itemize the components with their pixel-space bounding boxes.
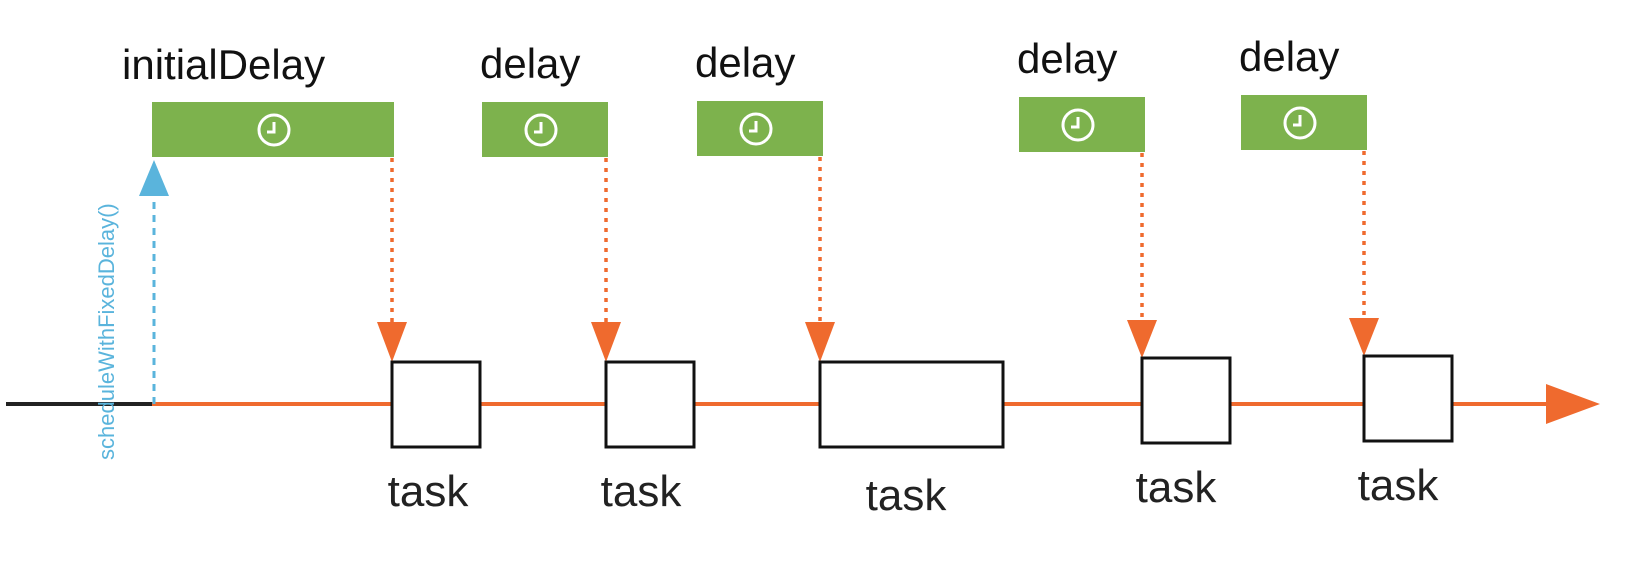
- task-label: task: [388, 467, 470, 516]
- delay-label: delay: [480, 40, 580, 87]
- drop-arrowhead: [377, 322, 407, 362]
- delay-label: delay: [695, 39, 795, 86]
- delay-bar: [482, 102, 608, 157]
- clock-icon: [257, 113, 291, 147]
- delay-bar: [697, 101, 823, 156]
- task-box: [604, 360, 696, 449]
- initial-delay-label: initialDelay: [122, 41, 325, 88]
- task-label: task: [601, 467, 683, 516]
- call-arrowhead: [139, 160, 169, 196]
- clock-icon: [1283, 106, 1317, 140]
- drop-arrowhead: [1349, 318, 1379, 356]
- drop-arrowhead: [1127, 320, 1157, 358]
- delay-bar: [1241, 95, 1367, 150]
- clock-icon: [1061, 108, 1095, 142]
- timeline-arrowhead: [1546, 384, 1600, 424]
- task-box: [390, 360, 482, 449]
- call-label: scheduleWithFixedDelay(): [94, 203, 119, 460]
- task-label: task: [1358, 461, 1440, 510]
- delay-label: delay: [1017, 35, 1117, 82]
- clock-icon: [524, 113, 558, 147]
- drop-arrowhead: [591, 322, 621, 362]
- task-label: task: [866, 471, 948, 520]
- task-box: [1140, 356, 1232, 445]
- delay-label: delay: [1239, 33, 1339, 80]
- task-label: task: [1136, 463, 1218, 512]
- clock-icon: [739, 112, 773, 146]
- drop-arrowhead: [805, 322, 835, 362]
- task-box: [818, 360, 1005, 449]
- task-box: [1362, 354, 1454, 443]
- delay-bar: [1019, 97, 1145, 152]
